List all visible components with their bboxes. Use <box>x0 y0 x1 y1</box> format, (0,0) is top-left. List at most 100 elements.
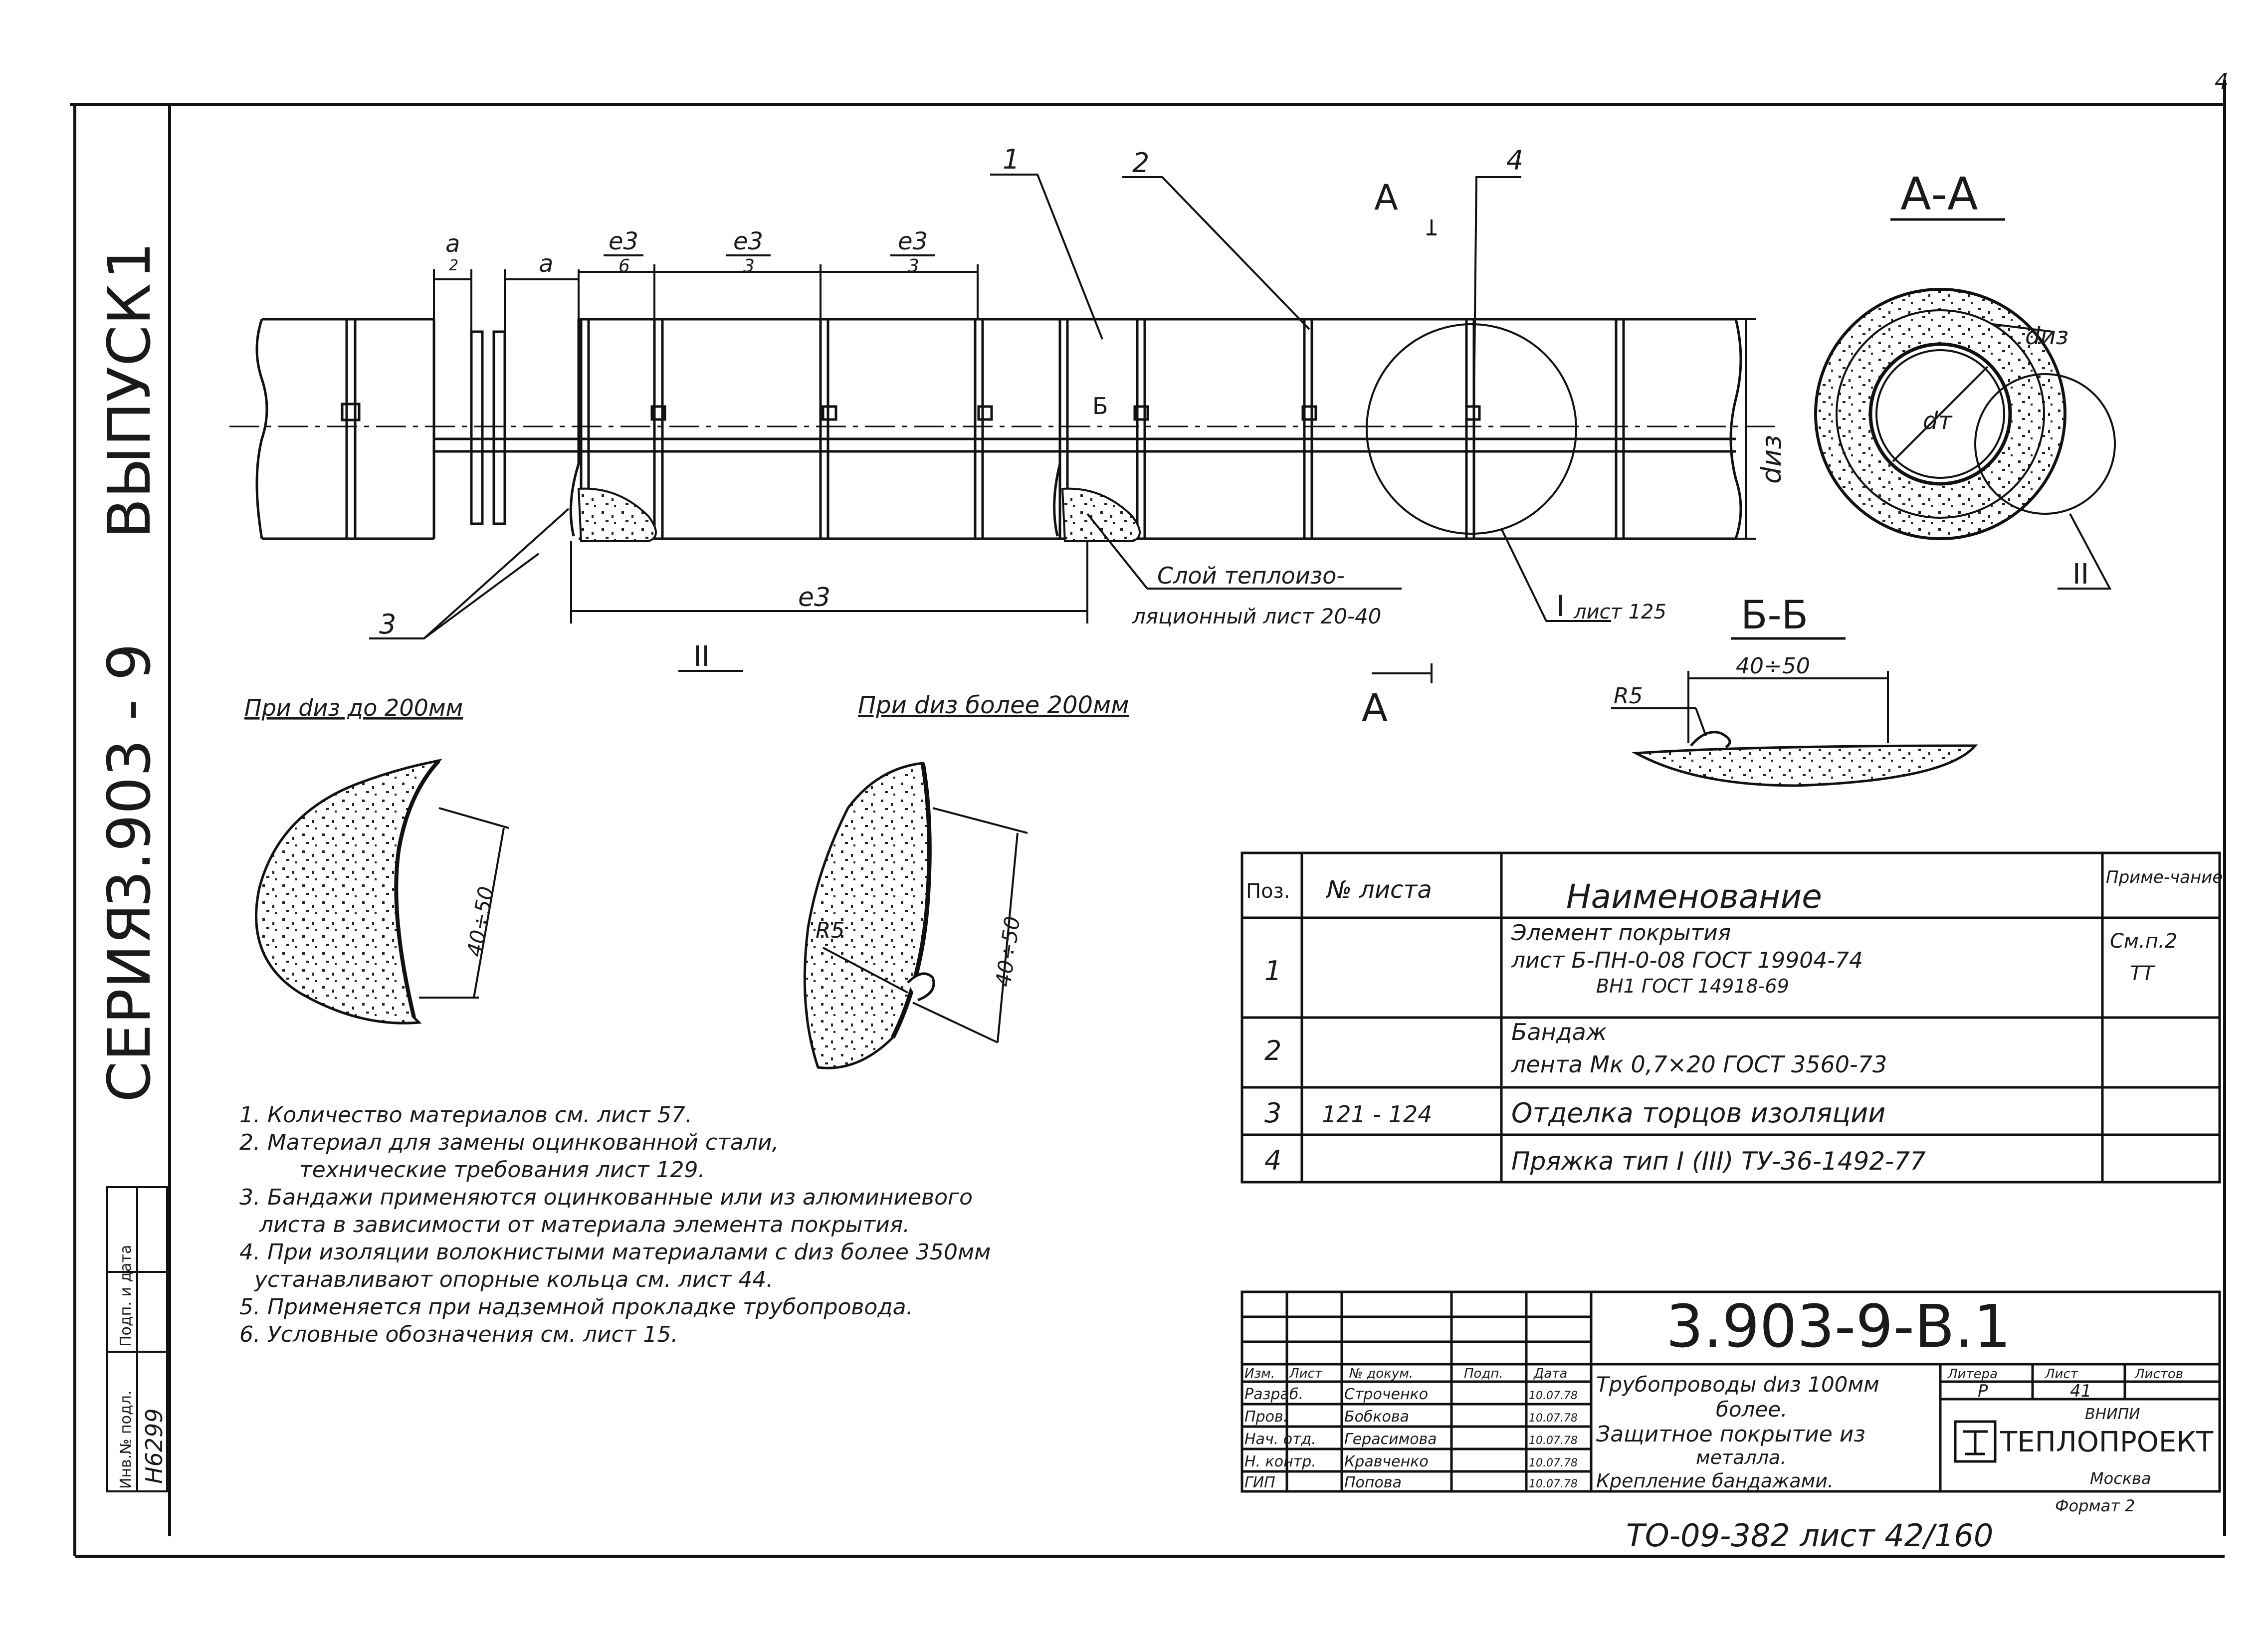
svg-text:Пров.: Пров. <box>1244 1408 1288 1426</box>
spec-row: 2 Бандаж лента Мк 0,7×20 ГОСТ 3560-73 <box>1264 1019 1887 1078</box>
dim-e3-full: e3 <box>798 583 830 613</box>
svg-text:10.07.78: 10.07.78 <box>1529 1412 1578 1425</box>
dim-e3-3b-den: 3 <box>908 256 919 276</box>
section-AA-node: II <box>2072 558 2089 591</box>
dim-e3-6-den: 6 <box>619 256 630 276</box>
dim-e3-3a-den: 3 <box>743 256 755 276</box>
svg-text:лента Мк 0,7×20 ГОСТ 3560-73: лента Мк 0,7×20 ГОСТ 3560-73 <box>1511 1051 1887 1078</box>
section-BB-dim: 40÷50 <box>1736 653 1810 679</box>
series-number: 3.903 - 9 <box>95 643 164 908</box>
section-BB-r5: R5 <box>1614 683 1643 709</box>
svg-text:ВН1 ГОСТ 14918-69: ВН1 ГОСТ 14918-69 <box>1596 975 1789 997</box>
title-block-headers: Изм. Лист № докум. Подп. Дата <box>1244 1366 1567 1381</box>
paper-format: Формат 2 <box>2055 1496 2135 1515</box>
note-line: технические требования лист 129. <box>299 1157 705 1183</box>
title-block-role: ГИП Попова 10.07.78 <box>1244 1474 1578 1491</box>
section-BB-title: Б-Б <box>1741 593 1808 638</box>
callout-2: 2 <box>1132 147 1149 179</box>
note-line: 1. Количество материалов см. лист 57. <box>239 1102 692 1128</box>
note-line: 5. Применяется при надземной прокладке т… <box>239 1294 913 1320</box>
section-AA-d-t: dт <box>1923 407 1953 435</box>
section-mark-B: Б <box>1092 393 1108 419</box>
note-line: 6. Условные обозначения см. лист 15. <box>239 1322 678 1347</box>
inv-label: Инв.№ подл. <box>117 1391 135 1489</box>
svg-text:ТТ: ТТ <box>2130 962 2156 985</box>
svg-text:Нач. отд.: Нач. отд. <box>1244 1431 1316 1448</box>
svg-text:Изм.: Изм. <box>1244 1366 1275 1381</box>
dim-a1: a <box>445 230 460 258</box>
svg-text:Разраб.: Разраб. <box>1244 1386 1303 1403</box>
issue-number: 1 <box>95 242 164 279</box>
stage-value: Р <box>1978 1381 1988 1401</box>
callout-1: 1 <box>1003 144 1020 175</box>
section-AA-drawing <box>1814 288 2116 590</box>
org-line-1: ВНИПИ <box>2085 1406 2140 1423</box>
section-mark-A-top: А <box>1374 177 1398 218</box>
detail-large-title: При dиз более 200мм <box>858 691 1129 719</box>
svg-text:Лист: Лист <box>1289 1366 1323 1381</box>
svg-text:3: 3 <box>1264 1097 1281 1129</box>
spec-header-note: Приме-чание <box>2106 867 2223 887</box>
note-line: 2. Материал для замены оцинкованной стал… <box>239 1130 779 1155</box>
insulation-cutaway-right <box>1061 487 1141 542</box>
title-block <box>1240 1290 2221 1493</box>
svg-text:более.: более. <box>1716 1397 1787 1422</box>
svg-text:10.07.78: 10.07.78 <box>1529 1390 1578 1402</box>
side-stamp: СЕРИЯ 3.903 - 9 ВЫПУСК 1 Инв.№ подл. Н62… <box>95 242 168 1492</box>
spec-row: 4 Пряжка тип I (III) ТУ-36-1492-77 <box>1264 1145 1926 1176</box>
svg-text:№ докум.: № докум. <box>1348 1366 1413 1381</box>
note-line: 4. При изоляции волокнистыми материалами… <box>239 1239 991 1265</box>
spec-header-pos: Поз. <box>1246 880 1290 903</box>
svg-text:Защитное покрытие из: Защитное покрытие из <box>1596 1422 1865 1447</box>
pipe-main-view <box>255 318 1742 540</box>
detail-large-drawing <box>803 762 1028 1069</box>
sheet-value: 41 <box>2070 1381 2091 1401</box>
detail-large-dim: 40÷50 <box>991 915 1025 989</box>
svg-text:Кравченко: Кравченко <box>1344 1453 1429 1470</box>
svg-text:Пряжка тип I (III) ТУ-36-1492-: Пряжка тип I (III) ТУ-36-1492-77 <box>1511 1147 1926 1176</box>
svg-text:См.п.2: См.п.2 <box>2110 930 2177 953</box>
callout-leaders <box>369 174 1611 672</box>
callout-3: 3 <box>379 609 396 640</box>
spec-row: 1 Элемент покрытия лист Б-ПН-0-08 ГОСТ 1… <box>1264 920 2177 997</box>
svg-text:Крепление бандажами.: Крепление бандажами. <box>1596 1470 1834 1492</box>
svg-text:Попова: Попова <box>1344 1474 1402 1491</box>
sheet-frame <box>70 80 2226 1558</box>
sheet-label: Лист <box>2045 1367 2078 1382</box>
svg-text:Трубопроводы dиз 100мм: Трубопроводы dиз 100мм <box>1596 1372 1879 1397</box>
dim-a1-sub: 2 <box>449 257 458 274</box>
org-line-3: Москва <box>2090 1469 2151 1488</box>
detail-circle-I <box>1366 323 1577 535</box>
svg-text:Элемент покрытия: Элемент покрытия <box>1511 920 1731 946</box>
org-line-2: ТЕПЛОПРОЕКТ <box>2000 1426 2214 1458</box>
dim-a2: a <box>539 250 553 278</box>
title-block-role: Разраб. Строченко 10.07.78 <box>1244 1386 1578 1403</box>
section-AA-d-iz: dиз <box>2025 322 2068 350</box>
stage-label: Литера <box>1947 1367 1998 1382</box>
svg-text:Строченко: Строченко <box>1344 1386 1428 1403</box>
section-AA-title: А-А <box>1900 168 1978 220</box>
series-label: СЕРИЯ <box>95 904 164 1102</box>
detail-small-dim: 40÷50 <box>462 884 499 958</box>
bottom-reference: ТО-09-382 лист 42/160 <box>1626 1517 1993 1554</box>
svg-text:Бобкова: Бобкова <box>1344 1408 1409 1426</box>
svg-text:Подп.: Подп. <box>1464 1366 1503 1381</box>
insulation-layer-2: ляционный лист 20-40 <box>1132 604 1382 628</box>
svg-text:1: 1 <box>1264 955 1281 987</box>
svg-text:лист Б-ПН-0-08 ГОСТ 19904-74: лист Б-ПН-0-08 ГОСТ 19904-74 <box>1511 948 1863 973</box>
spec-header-name: Наименование <box>1566 877 1822 916</box>
svg-text:Бандаж: Бандаж <box>1511 1019 1607 1045</box>
svg-text:Н. контр.: Н. контр. <box>1244 1453 1316 1470</box>
note-line: 3. Бандажи применяются оцинкованные или … <box>239 1185 973 1210</box>
svg-text:Отделка торцов изоляции: Отделка торцов изоляции <box>1511 1097 1885 1129</box>
spec-header-sheet: № листа <box>1325 876 1432 904</box>
detail-small-title: При dиз до 200мм <box>244 694 463 721</box>
callout-node-I: I <box>1556 589 1565 623</box>
note-line: устанавливают опорные кольца см. лист 44… <box>253 1267 773 1292</box>
dim-d-iz: dиз <box>1756 435 1787 484</box>
page-number: 4 <box>2215 69 2229 94</box>
svg-text:Дата: Дата <box>1533 1366 1567 1381</box>
svg-text:121 - 124: 121 - 124 <box>1322 1101 1432 1128</box>
issue-label: ВЫПУСК <box>95 283 164 539</box>
notes: 1. Количество материалов см. лист 57. 2.… <box>239 1102 991 1347</box>
